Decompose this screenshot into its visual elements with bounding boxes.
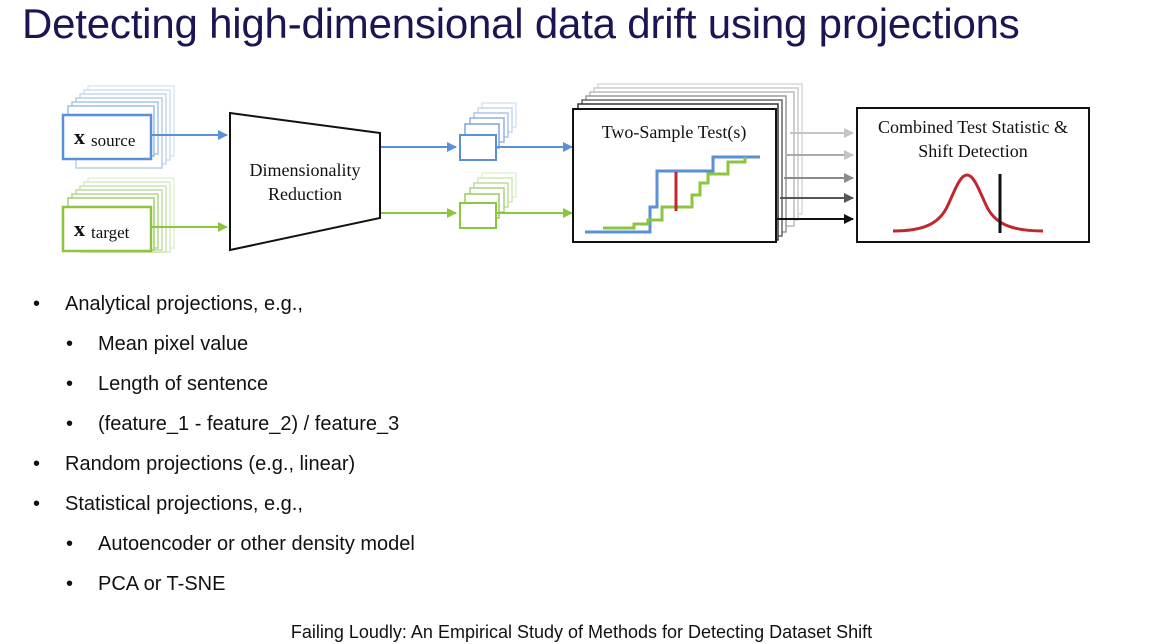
bullet-marker: •	[66, 333, 74, 355]
bullet-marker: •	[33, 453, 41, 475]
bullet-marker: •	[66, 533, 74, 555]
bullet-marker: •	[33, 293, 41, 315]
null-distribution-curve	[892, 173, 1044, 233]
bullet-marker: •	[66, 413, 74, 435]
target-projection-stack	[459, 172, 517, 229]
target-data-stack	[61, 177, 175, 253]
source-projection-stack	[459, 102, 517, 161]
pipeline-diagram: x source x target Dimensionality Reducti…	[61, 83, 1090, 253]
bullet-statistical: Statistical projections, e.g.,	[65, 493, 303, 515]
bullet-feature-formula: (feature_1 - feature_2) / feature_3	[98, 413, 400, 435]
test-label: Two-Sample Test(s)	[602, 122, 747, 143]
combined-label-line1: Combined Test Statistic &	[878, 117, 1068, 137]
bullet-marker: •	[66, 573, 74, 595]
source-label-sub: source	[91, 131, 135, 150]
slide-title: Detecting high-dimensional data drift us…	[22, 0, 1020, 47]
source-ecdf-line	[585, 155, 760, 234]
dimensionality-reduction-block	[229, 111, 381, 252]
reduction-label-line2: Reduction	[268, 184, 342, 204]
bullet-marker: •	[66, 373, 74, 395]
bullet-pca: PCA or T-SNE	[98, 573, 226, 595]
target-label-main: x	[74, 216, 85, 241]
source-label-main: x	[74, 124, 85, 149]
bullet-mean-pixel: Mean pixel value	[98, 333, 249, 355]
bullet-autoencoder: Autoencoder or other density model	[98, 533, 415, 555]
citation-caption: Failing Loudly: An Empirical Study of Me…	[290, 622, 873, 642]
bullet-analytical: Analytical projections, e.g.,	[65, 293, 303, 315]
combined-test-block	[856, 107, 1090, 243]
bullet-random: Random projections (e.g., linear)	[65, 453, 356, 475]
source-data-stack	[61, 85, 175, 169]
target-label-sub: target	[91, 223, 130, 242]
bullet-marker: •	[33, 493, 41, 515]
bullet-sentence-length: Length of sentence	[98, 373, 269, 395]
reduction-label-line1: Dimensionality	[250, 160, 361, 180]
target-ecdf-line	[603, 157, 747, 230]
combined-label-line2: Shift Detection	[918, 141, 1027, 161]
two-sample-test-stack	[572, 83, 803, 243]
